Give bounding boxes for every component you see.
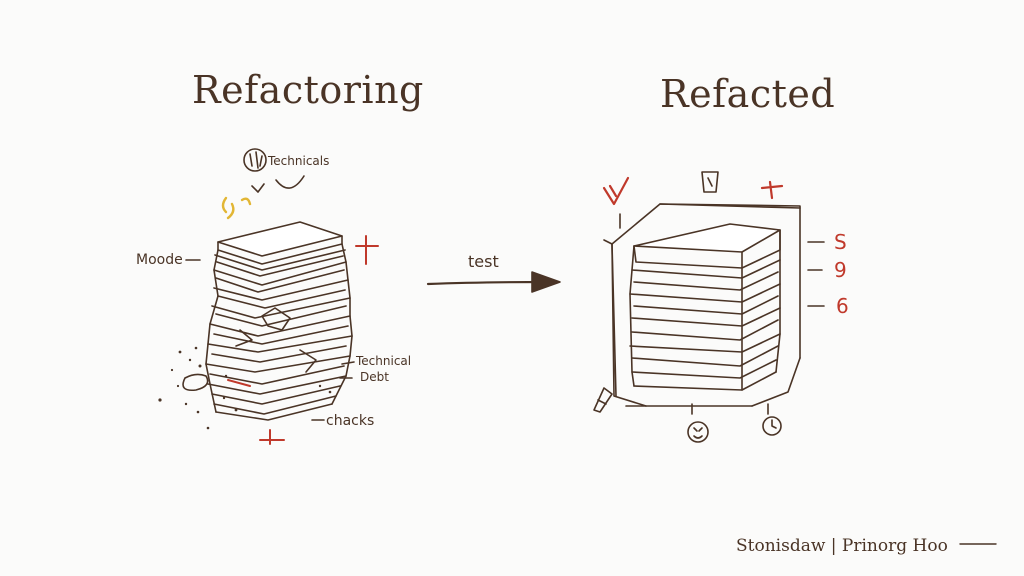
technical-debt-label-line2: Debt xyxy=(360,370,389,384)
technicals-label: Technicals xyxy=(268,154,330,168)
refactored-box-frame xyxy=(603,203,801,407)
refacted-title: Refacted xyxy=(660,72,836,116)
signature-text: Stonisdaw | Prinorg Hoo xyxy=(736,536,948,556)
chacks-label: chacks xyxy=(326,413,375,429)
moode-label: Moode xyxy=(136,252,183,268)
messy-paper-stack xyxy=(158,148,355,430)
cross-mark-icon xyxy=(760,180,784,200)
test-label: test xyxy=(468,252,499,271)
side-mark-1: S xyxy=(834,230,847,254)
face-icon xyxy=(687,403,709,443)
checkmark-icon xyxy=(602,176,630,206)
technical-debt-label-line1: Technical xyxy=(356,354,412,368)
side-mark-3: 6 xyxy=(836,294,849,318)
clock-icon xyxy=(762,403,782,436)
neat-paper-stack xyxy=(629,223,781,391)
refactoring-title: Refactoring xyxy=(192,68,424,112)
side-mark-2: 9 xyxy=(834,258,847,282)
cup-icon xyxy=(701,171,719,193)
pencil-icon xyxy=(593,387,613,413)
test-arrow xyxy=(426,271,561,293)
